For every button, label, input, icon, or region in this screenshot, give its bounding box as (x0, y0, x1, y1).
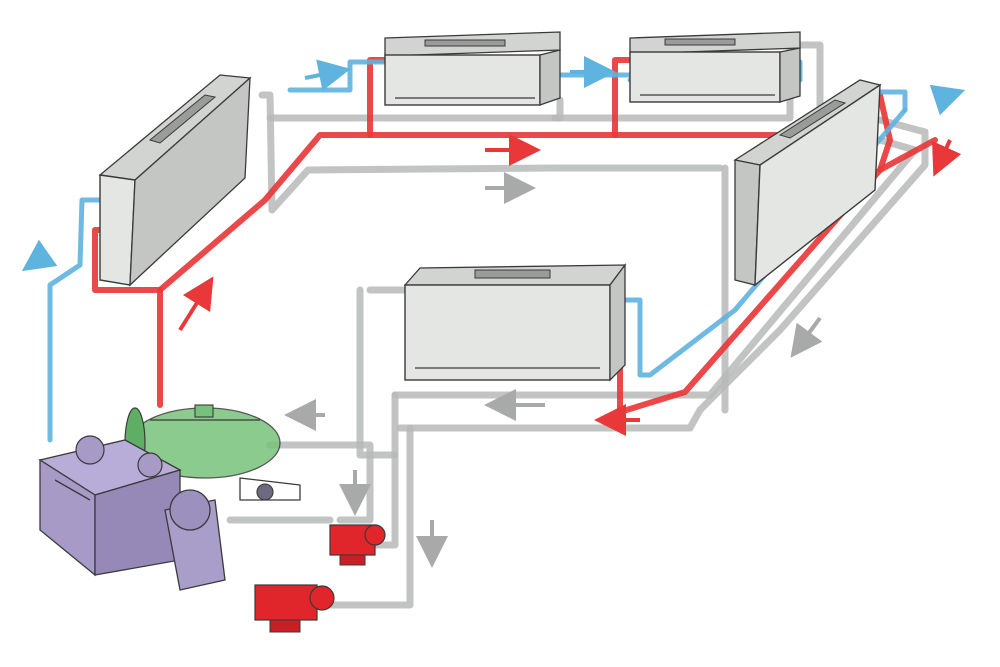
pump-upper (329, 524, 386, 566)
chiller (38, 435, 226, 591)
red-arrow (178, 276, 214, 332)
fan-coil-unit-left (98, 74, 252, 287)
condenser-water-pipes (226, 41, 929, 609)
flow-arrows (21, 56, 966, 568)
fan-coil-unit-right (733, 79, 882, 287)
blue-arrow (21, 239, 58, 272)
fan-coil-unit-top-1 (384, 31, 561, 106)
blue-arrow (304, 59, 351, 91)
fan-coil-unit-top-2 (629, 31, 801, 103)
pump-lower (254, 584, 335, 633)
fan-coil-unit-center (403, 263, 627, 382)
red-arrow (932, 139, 962, 177)
blue-arrow (929, 84, 966, 116)
grey-arrow (790, 316, 823, 358)
